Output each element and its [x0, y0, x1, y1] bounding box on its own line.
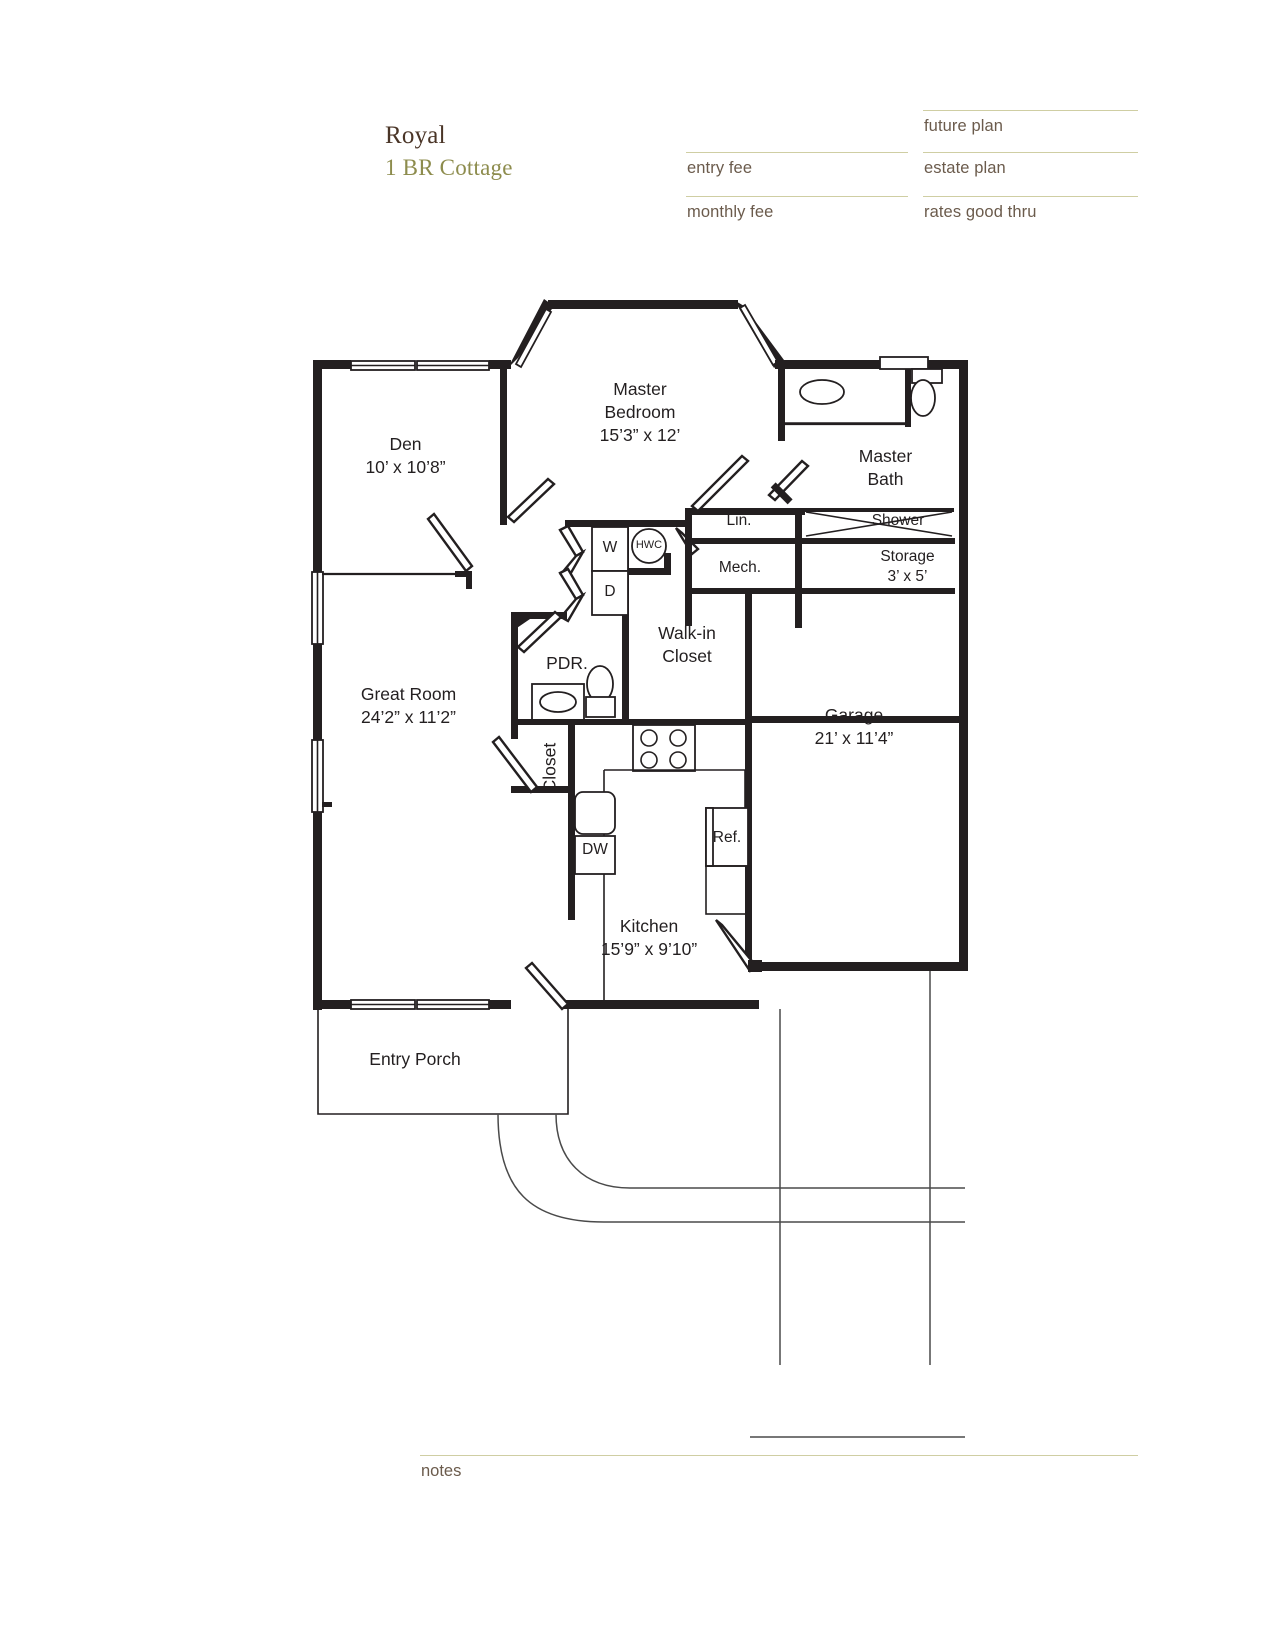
garage-name: Garage [824, 705, 884, 725]
walkin-closet-name-2: Closet [662, 646, 712, 667]
page-title: Royal [385, 122, 446, 149]
future-plan-rule [923, 110, 1138, 111]
room-label-entry-porch: Entry Porch [369, 1049, 461, 1069]
fixture-label-washer: W [602, 539, 618, 556]
great-room-dims: 24’2” x 11’2” [360, 707, 456, 728]
room-label-powder-room: PDR. [546, 653, 588, 673]
den-dims: 10’ x 10’8” [365, 457, 446, 478]
fixture-label-refrigerator: Ref. [712, 829, 742, 846]
room-label-garage: Garage 21’ x 11’4” [784, 704, 924, 750]
master-bedroom-name-1: Master [613, 379, 667, 399]
notes-label: notes [421, 1462, 462, 1480]
room-label-storage: Storage 3’ x 5’ [845, 547, 970, 588]
storage-dims: 3’ x 5’ [887, 568, 928, 586]
great-room-name: Great Room [360, 684, 457, 704]
garage-dims: 21’ x 11’4” [814, 728, 894, 749]
monthly-fee-rule [686, 196, 908, 197]
master-bath-name-2: Bath [867, 469, 904, 490]
rates-good-thru-rule [923, 196, 1138, 197]
monthly-fee-label: monthly fee [687, 203, 774, 221]
entry-fee-label: entry fee [687, 159, 753, 177]
room-label-linen: Lin. [726, 512, 752, 529]
room-label-master-bedroom: Master Bedroom 15’3” x 12’ [565, 378, 715, 447]
room-label-closet: Closet [539, 742, 560, 793]
room-label-master-bath: Master Bath [818, 445, 953, 491]
room-label-walkin-closet: Walk-in Closet [631, 622, 743, 668]
den-name: Den [389, 434, 422, 454]
entry-fee-rule [686, 152, 908, 153]
room-label-great-room: Great Room 24’2” x 11’2” [337, 683, 480, 729]
kitchen-dims: 15’9” x 9’10” [600, 939, 698, 960]
fixture-label-hwc: HWC [635, 539, 663, 551]
future-plan-label: future plan [924, 117, 1004, 135]
room-label-shower: Shower [871, 512, 925, 529]
estate-plan-rule [923, 152, 1138, 153]
kitchen-name: Kitchen [619, 916, 679, 936]
room-label-mech: Mech. [718, 559, 762, 576]
page-subtitle: 1 BR Cottage [385, 155, 513, 180]
master-bedroom-dims: 15’3” x 12’ [599, 425, 681, 446]
storage-name: Storage [880, 548, 935, 565]
walkin-closet-name-1: Walk-in [658, 623, 716, 643]
master-bedroom-name-2: Bedroom [604, 402, 676, 423]
room-label-den: Den 10’ x 10’8” [333, 433, 478, 479]
room-label-kitchen: Kitchen 15’9” x 9’10” [575, 915, 723, 961]
master-bath-name-1: Master [858, 446, 913, 466]
notes-rule [420, 1455, 1138, 1456]
rates-good-thru-label: rates good thru [924, 203, 1037, 221]
fixture-label-dishwasher: DW [582, 841, 608, 858]
estate-plan-label: estate plan [924, 159, 1006, 177]
fixture-label-dryer: D [604, 583, 616, 600]
